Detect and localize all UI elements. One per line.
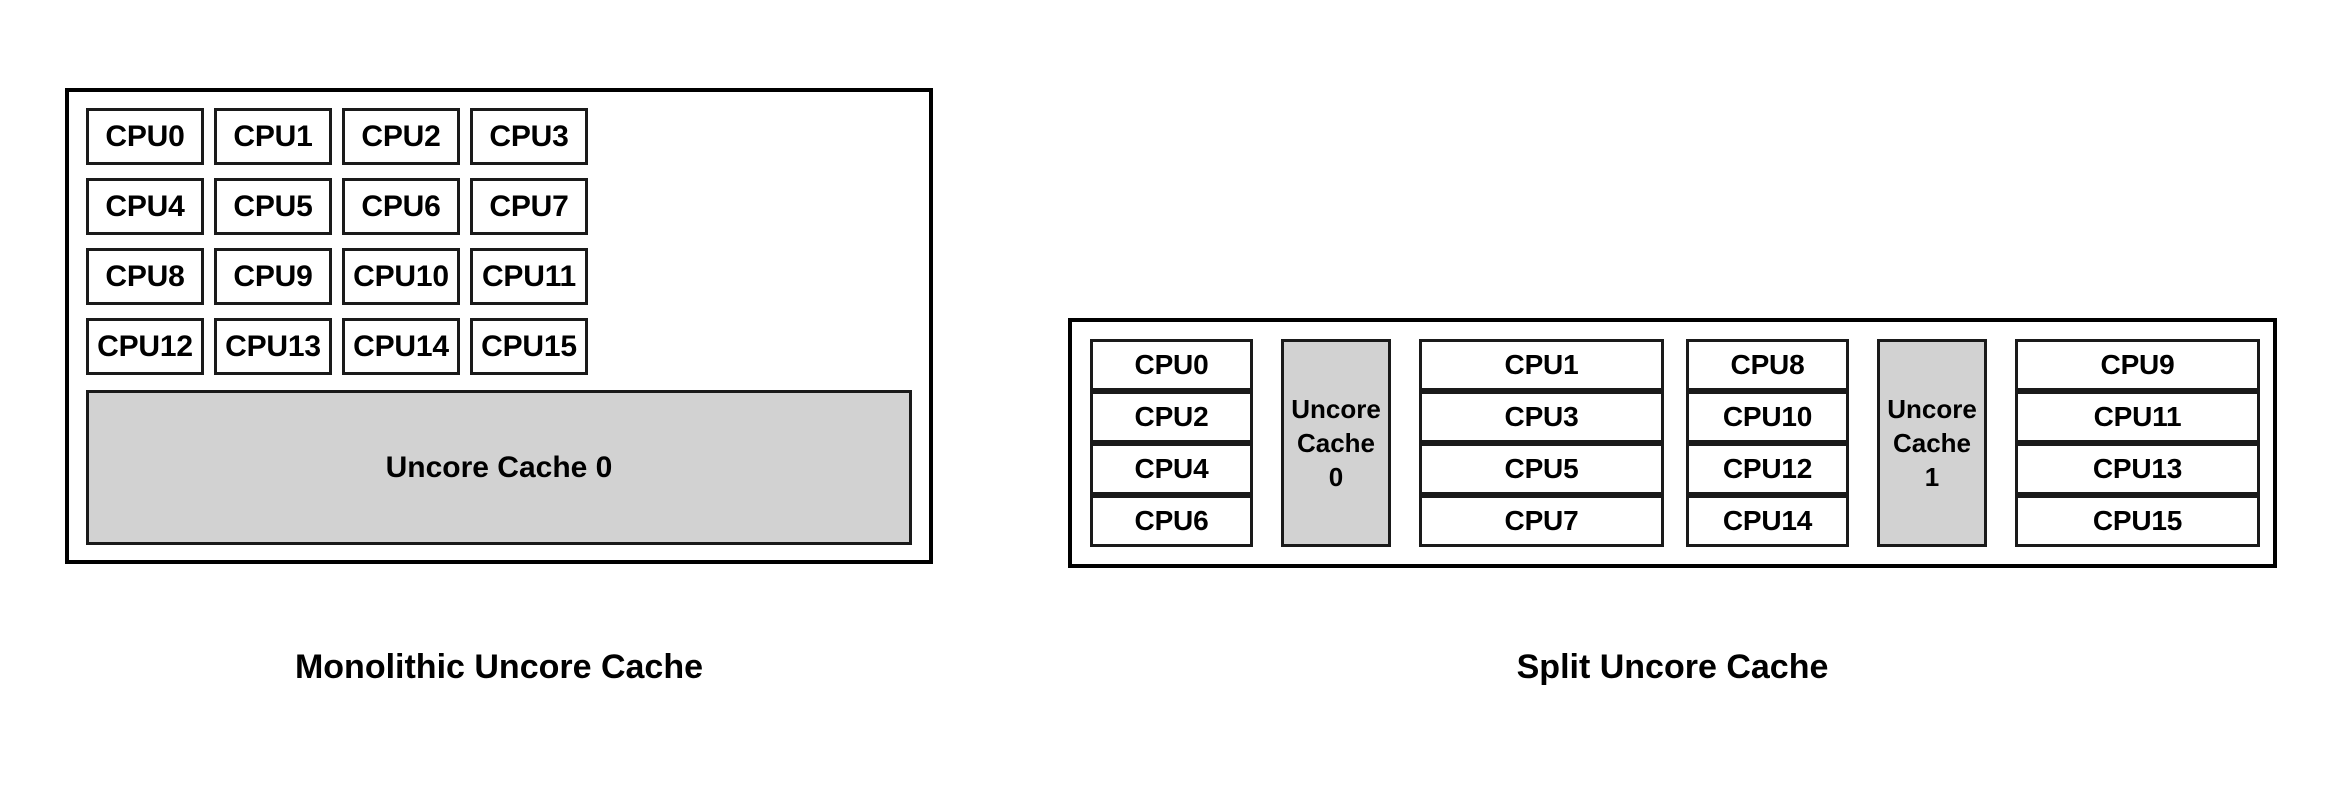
uncore-cache-label-line3: 1	[1924, 462, 1940, 493]
cpu-box[interactable]: CPU9	[2015, 339, 2260, 391]
cpu-box[interactable]: CPU0	[1090, 339, 1253, 391]
cpu-box[interactable]: CPU5	[214, 178, 332, 235]
cpu-box[interactable]: CPU3	[1419, 391, 1664, 443]
cpu-box[interactable]: CPU14	[342, 318, 460, 375]
cpu-box[interactable]: CPU8	[1686, 339, 1849, 391]
cpu-box[interactable]: CPU4	[86, 178, 204, 235]
cpu-box[interactable]: CPU15	[2015, 495, 2260, 547]
cpu-box[interactable]: CPU10	[1686, 391, 1849, 443]
split-uncore-cache-figure: CPU0 CPU2 CPU4 CPU6 Uncore Cache 0 CPU1 …	[1068, 318, 2277, 686]
uncore-cache-label-line2: Cache	[1892, 427, 1972, 458]
cpu-box[interactable]: CPU1	[214, 108, 332, 165]
cpu-box[interactable]: CPU14	[1686, 495, 1849, 547]
monolithic-uncore-cache-figure: CPU0 CPU1 CPU2 CPU3 CPU4 CPU5 CPU6 CPU7 …	[0, 0, 960, 720]
uncore-cache-box[interactable]: Uncore Cache 0	[1281, 339, 1391, 547]
cpu-box[interactable]: CPU13	[214, 318, 332, 375]
cpu-box[interactable]: CPU2	[342, 108, 460, 165]
uncore-cache-box[interactable]: Uncore Cache 1	[1877, 339, 1987, 547]
uncore-cache-label-line1: Uncore	[1887, 393, 1977, 424]
cpu-box[interactable]: CPU8	[86, 248, 204, 305]
cpu-box[interactable]: CPU9	[214, 248, 332, 305]
cpu-box[interactable]: CPU6	[1090, 495, 1253, 547]
cpu-box[interactable]: CPU5	[1419, 443, 1664, 495]
cpu-box[interactable]: CPU12	[1686, 443, 1849, 495]
uncore-cache-box[interactable]: Uncore Cache 0	[86, 390, 912, 545]
cpu-box[interactable]: CPU11	[470, 248, 588, 305]
cpu-box[interactable]: CPU12	[86, 318, 204, 375]
cpu-box[interactable]: CPU4	[1090, 443, 1253, 495]
figure-caption-split: Split Uncore Cache	[1516, 648, 1829, 686]
cpu-box[interactable]: CPU7	[470, 178, 588, 235]
split-package-outline: CPU0 CPU2 CPU4 CPU6 Uncore Cache 0 CPU1 …	[1068, 318, 2277, 568]
uncore-cache-label-line1: Uncore	[1291, 393, 1381, 424]
cpu-box[interactable]: CPU13	[2015, 443, 2260, 495]
cpu-box[interactable]: CPU3	[470, 108, 588, 165]
figure-caption-monolithic: Monolithic Uncore Cache	[294, 648, 704, 686]
cpu-box[interactable]: CPU11	[2015, 391, 2260, 443]
cpu-box[interactable]: CPU10	[342, 248, 460, 305]
cpu-box[interactable]: CPU7	[1419, 495, 1664, 547]
cpu-box[interactable]: CPU1	[1419, 339, 1664, 391]
cpu-box[interactable]: CPU6	[342, 178, 460, 235]
monolithic-package-outline: CPU0 CPU1 CPU2 CPU3 CPU4 CPU5 CPU6 CPU7 …	[65, 88, 933, 564]
uncore-cache-label-line2: Cache	[1296, 427, 1376, 458]
cpu-box[interactable]: CPU2	[1090, 391, 1253, 443]
uncore-cache-label-line3: 0	[1328, 462, 1344, 493]
cpu-box[interactable]: CPU0	[86, 108, 204, 165]
cpu-box[interactable]: CPU15	[470, 318, 588, 375]
